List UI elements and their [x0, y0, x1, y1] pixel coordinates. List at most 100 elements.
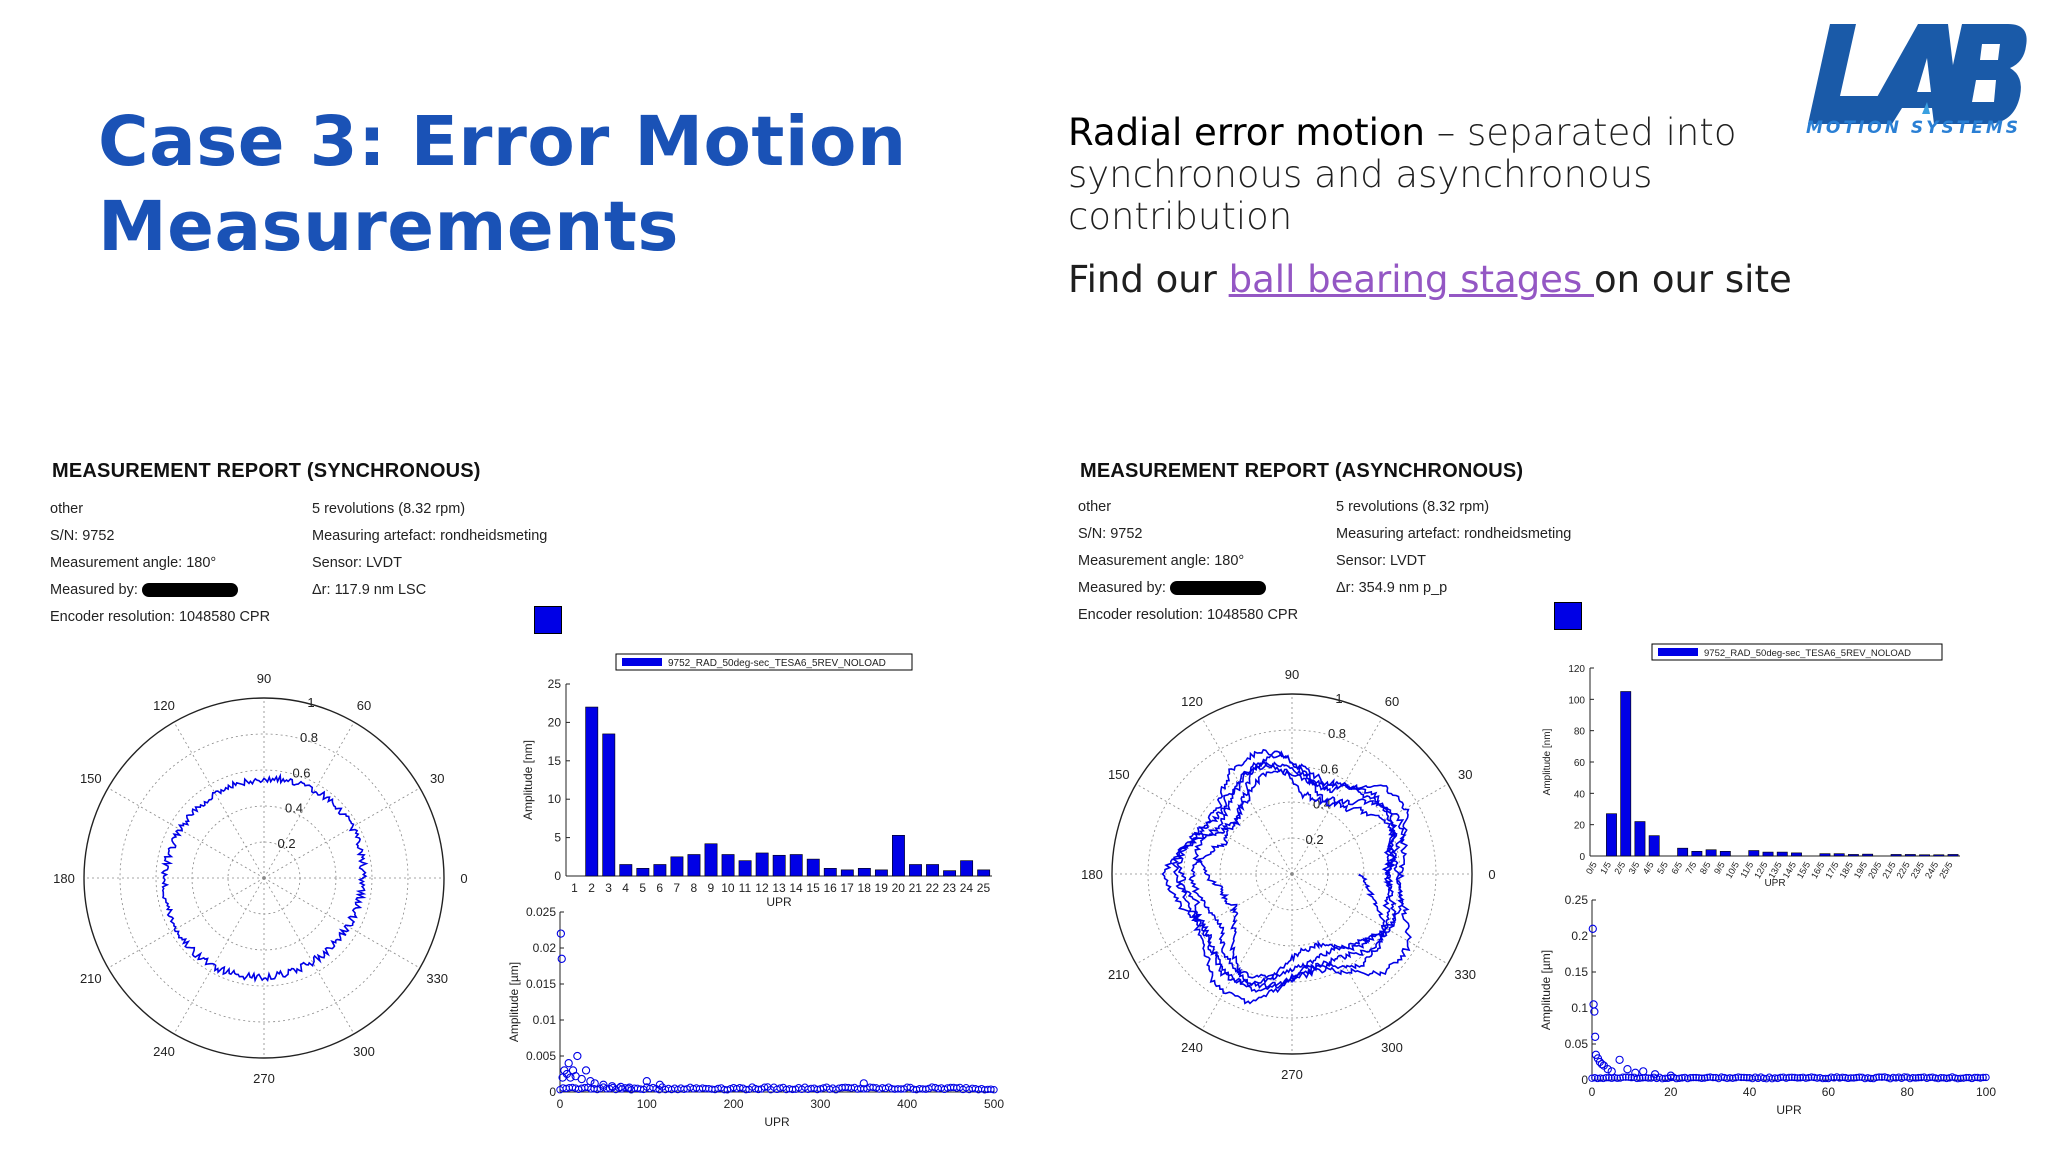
scatter-point	[581, 1066, 591, 1075]
bar-17	[840, 869, 854, 877]
scatter-point	[1866, 1074, 1875, 1083]
bar-legend-swatch	[1658, 648, 1698, 656]
scatter-point	[1976, 1074, 1985, 1082]
scatter-point	[1734, 1073, 1743, 1081]
bar-x-tick-label: 22/5	[1894, 860, 1911, 880]
meta-delta-r: Δr: 117.9 nm LSC	[312, 582, 427, 598]
find-suffix: on our site	[1593, 258, 1792, 301]
color-square-marker	[534, 606, 562, 634]
bar-12	[755, 852, 769, 877]
bar-24	[960, 860, 974, 877]
scatter-point	[1971, 1073, 1979, 1082]
ball-bearing-stages-link[interactable]: ball bearing stages	[1228, 258, 1594, 301]
bar-x-tick-label: 2	[588, 881, 595, 895]
scatter-point	[1729, 1074, 1737, 1083]
bar-13/5	[1776, 851, 1788, 857]
meta-encoder: Encoder resolution: 1048580 CPR	[1078, 607, 1299, 623]
scatter-y-tick-label: 0.15	[1565, 965, 1589, 979]
bar-x-tick-label: 19	[875, 881, 889, 895]
scatter-point	[1698, 1074, 1706, 1082]
scatter-point	[1588, 924, 1597, 933]
scatter-point	[1821, 1074, 1830, 1083]
bar-14	[789, 854, 803, 877]
scatter-x-tick-label: 200	[724, 1097, 744, 1111]
scatter-point	[754, 1085, 763, 1094]
meta-delta-r: Δr: 354.9 nm p_p	[1336, 580, 1448, 596]
bar-23/5	[1919, 854, 1930, 857]
polar-plot-synchronous: 90603003303002702402101801501200.20.40.6…	[53, 671, 467, 1086]
bar-9	[704, 843, 718, 877]
bar-x-tick-label: 3/5	[1627, 860, 1642, 876]
bar-x-tick-label: 23/5	[1909, 860, 1926, 880]
meta-serial: S/N: 9752	[50, 528, 115, 544]
bar-x-tick-label: 12	[755, 881, 769, 895]
polar-angle-label: 30	[1458, 767, 1472, 782]
bar-x-tick-label: 25/5	[1937, 860, 1954, 880]
scatter-point	[1844, 1074, 1852, 1083]
bar-5	[636, 868, 650, 877]
bar-1/5	[1606, 813, 1617, 857]
bar-x-tick-label: 4/5	[1641, 860, 1656, 876]
bar-21/5	[1890, 854, 1902, 857]
scatter-point	[1613, 1074, 1622, 1082]
scatter-point	[1864, 1074, 1872, 1082]
polar-angle-label: 30	[430, 771, 444, 786]
bar-x-tick-label: 15	[806, 881, 820, 895]
scatter-y-tick-label: 0	[549, 1085, 556, 1099]
bar-x-tick-label: 25	[977, 881, 991, 895]
scatter-point	[1979, 1073, 1987, 1082]
bar-20	[892, 834, 905, 877]
scatter-point	[1861, 1074, 1869, 1083]
scatter-point	[1624, 1073, 1633, 1081]
scatter-y-tick-label: 0	[1581, 1073, 1588, 1087]
meta-revolutions: 5 revolutions (8.32 rpm)	[312, 501, 466, 517]
bar-legend-box	[1651, 643, 1943, 661]
polar-outer-ring	[1111, 693, 1473, 1055]
bar-22	[926, 864, 939, 877]
polar-radial-label: 0.2	[277, 836, 295, 851]
scatter-x-tick-label: 40	[1743, 1085, 1757, 1099]
scatter-point	[1631, 1068, 1640, 1077]
scatter-y-tick-label: 0.05	[1565, 1037, 1589, 1051]
slide-title-line1: Case 3: Error Motion	[98, 102, 907, 182]
bar-14/5	[1791, 852, 1802, 857]
scatter-point	[599, 1080, 608, 1089]
bar-y-tick-label: 10	[548, 792, 562, 806]
bar-x-tick-label: 7/5	[1684, 860, 1699, 876]
scatter-point	[1768, 1074, 1776, 1083]
meta-angle: Measurement angle: 180°	[1078, 553, 1245, 569]
polar-angle-label: 210	[1108, 967, 1130, 982]
bar-16	[823, 868, 837, 877]
bar-y-tick-label: 0	[1579, 852, 1585, 863]
bar-x-tick-label: 10	[721, 881, 735, 895]
bar-13	[772, 854, 786, 877]
scatter-y-label: Amplitude [µm]	[507, 962, 521, 1042]
polar-error-trace	[160, 772, 369, 983]
bar-3	[602, 733, 616, 877]
scatter-point	[1590, 1007, 1599, 1016]
scatter-point	[1847, 1074, 1855, 1082]
polar-spoke	[1201, 717, 1293, 875]
meta-other: other	[50, 501, 84, 517]
meta-revolutions: 5 revolutions (8.32 rpm)	[1336, 499, 1490, 515]
bar-y-tick-label: 5	[554, 831, 561, 845]
scatter-y-tick-label: 0.015	[526, 977, 556, 991]
scatter-point	[1875, 1073, 1883, 1081]
polar-grid-ring	[155, 769, 373, 987]
scatter-point	[556, 929, 566, 938]
scatter-y-tick-label: 0.02	[533, 941, 557, 955]
polar-angle-label: 120	[153, 698, 175, 713]
scatter-point	[1872, 1073, 1880, 1082]
polar-angle-label: 90	[1285, 667, 1299, 682]
polar-angle-label: 150	[1108, 767, 1130, 782]
bar-15	[806, 858, 820, 877]
scatter-point	[1878, 1073, 1886, 1081]
polar-angle-label: 270	[253, 1071, 275, 1086]
scatter-x-tick-label: 80	[1901, 1085, 1915, 1099]
bar-x-tick-label: 15/5	[1795, 860, 1812, 880]
scatter-point	[1959, 1074, 1968, 1082]
scatter-point	[1850, 1074, 1858, 1082]
polar-grid-ring	[119, 733, 409, 1023]
